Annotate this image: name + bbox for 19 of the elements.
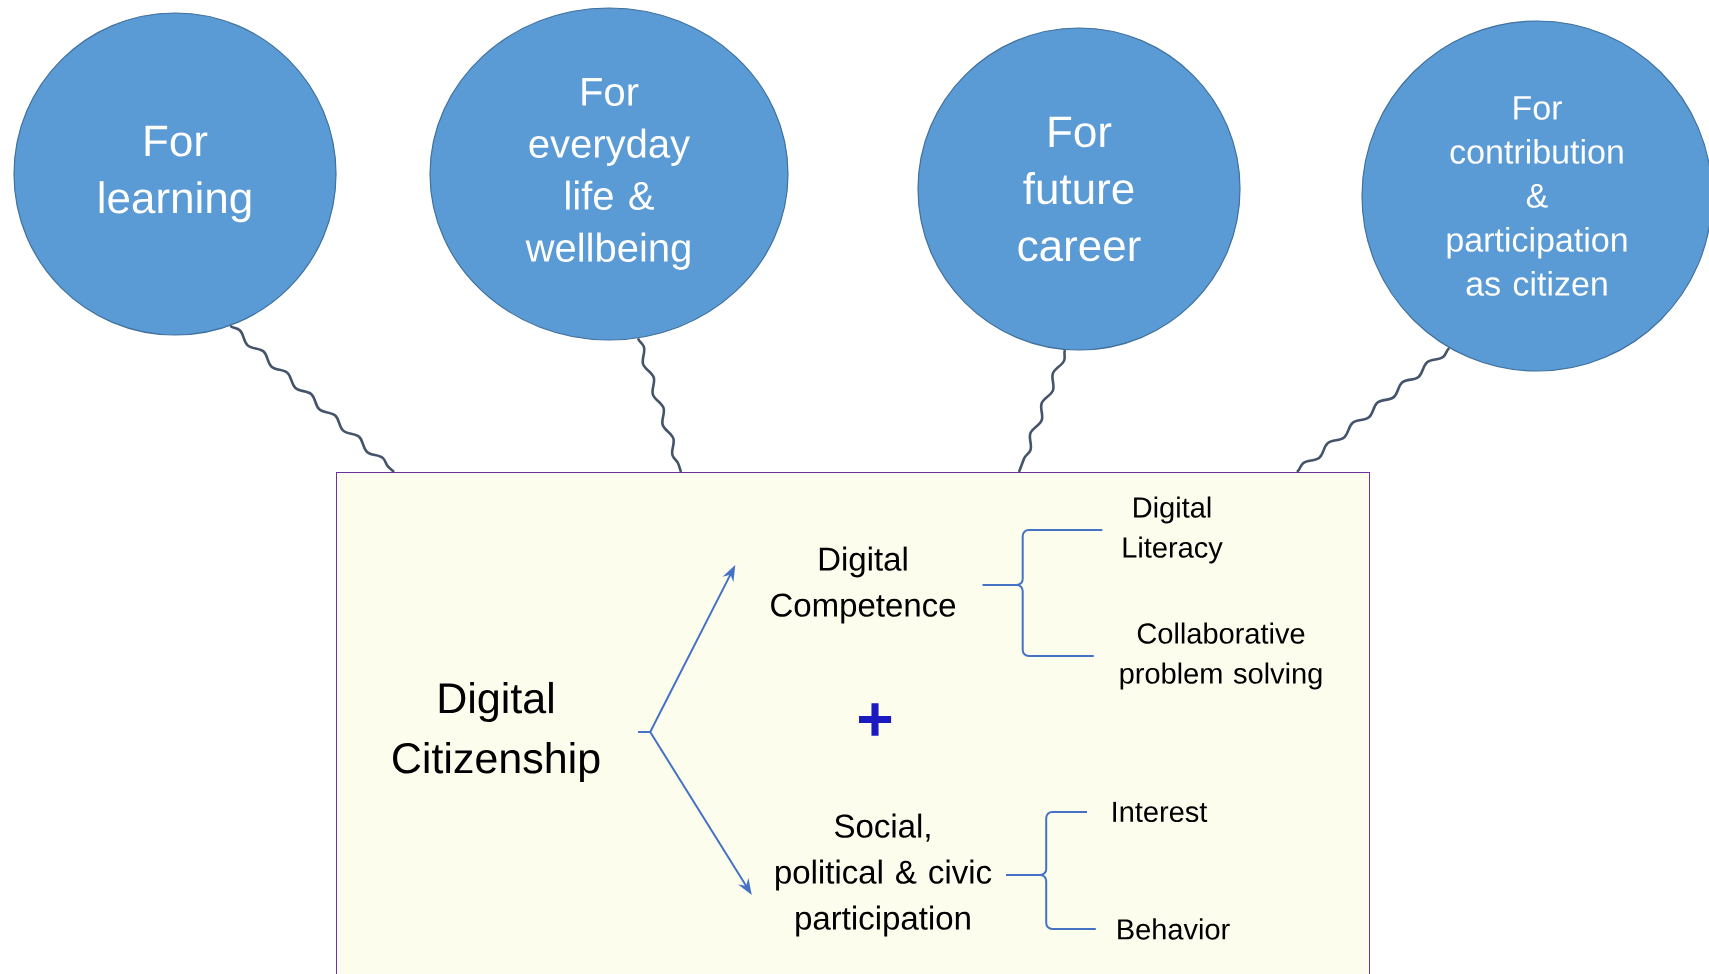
node-text: Digital Competence — [771, 546, 956, 624]
wavy-connector — [636, 337, 683, 473]
node-text: Behavior — [1118, 918, 1230, 940]
wavy-connector — [1295, 347, 1451, 474]
circle-bubble: For contribution & participation as citizen — [1361, 20, 1709, 372]
brace-connector — [1005, 874, 1097, 930]
circle-bubble: For everyday life & wellbeing — [429, 7, 789, 341]
brace-connector — [981, 584, 1095, 657]
node-text: Social, political & civic participation — [776, 813, 992, 937]
heading-text: Digital Citizenship — [393, 681, 600, 783]
node-text: Interest — [1113, 801, 1208, 823]
node-text: Collaborative problem solving — [1120, 622, 1322, 690]
node-text: Digital Literacy — [1123, 496, 1223, 564]
wavy-connector — [229, 324, 395, 473]
circle-bubble: For learning — [13, 12, 337, 336]
plus-sign: + — [859, 703, 892, 736]
wavy-connector — [1017, 349, 1067, 473]
circle-bubble: For future career — [917, 27, 1241, 351]
panel-box — [336, 472, 1370, 974]
